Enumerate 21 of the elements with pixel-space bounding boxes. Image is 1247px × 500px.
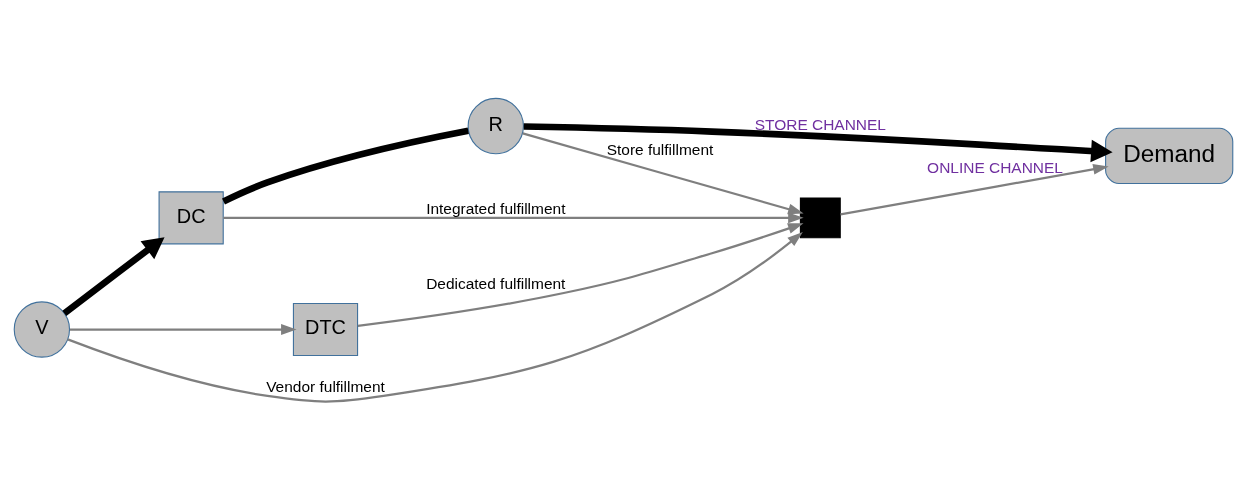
node-circle: V (13, 301, 71, 358)
edge-label: Store fulfillment (606, 141, 714, 159)
edge-label: Vendor fulfillment (266, 377, 385, 395)
arrow (522, 132, 804, 215)
node-circle: R (467, 97, 524, 155)
node-box: Demand (1105, 127, 1234, 185)
edge-label: ONLINE CHANNEL (927, 158, 1063, 176)
arrow (62, 237, 165, 316)
arrow (223, 212, 804, 224)
arrow (523, 123, 1113, 163)
arrow (357, 223, 804, 327)
arrow (840, 163, 1109, 216)
edge-label: STORE CHANNEL (754, 115, 886, 133)
node-box (799, 197, 841, 239)
edge-label: Dedicated fulfillment (426, 274, 566, 292)
arrow (69, 324, 297, 335)
node-box: DC (158, 191, 224, 245)
connector (222, 127, 469, 205)
node-box: DTC (292, 303, 359, 357)
arrow (67, 232, 803, 403)
edge-label: Integrated fulfillment (426, 199, 566, 217)
